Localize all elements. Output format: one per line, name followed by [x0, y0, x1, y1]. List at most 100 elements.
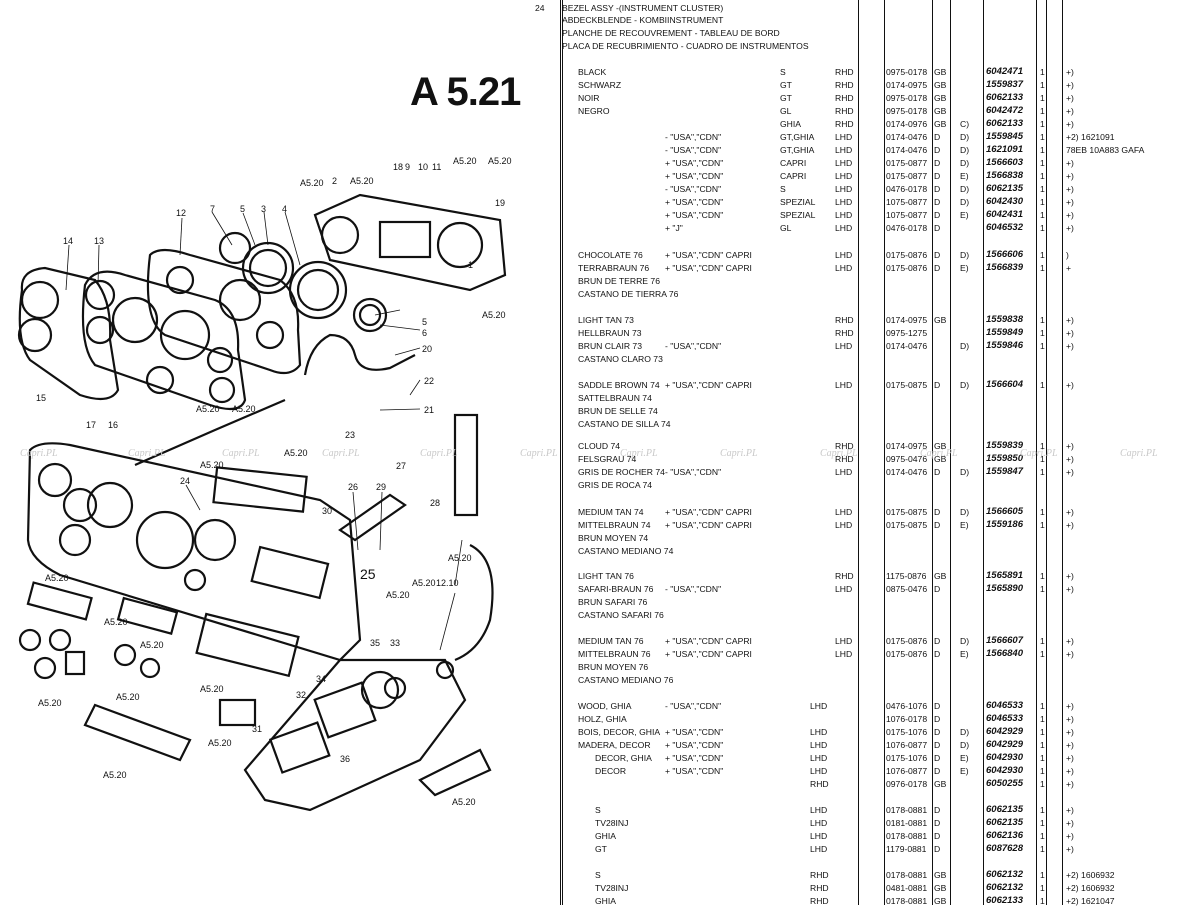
cell-c1: GRIS DE ROCHER 74	[578, 467, 665, 477]
cell-c1i: TV28INJ	[595, 883, 629, 893]
cell-c10: +)	[1066, 831, 1074, 841]
cell-c8: 6087628	[986, 843, 1023, 854]
cell-c9: 1	[1040, 380, 1045, 390]
ref-a520: A5.20	[412, 578, 436, 588]
cell-c5: 0975-0178	[886, 106, 928, 116]
gauge-4	[288, 260, 348, 320]
cell-c4: LHD	[835, 507, 853, 517]
cell-c10: +)	[1066, 341, 1074, 351]
cell-c10: +2) 1606932	[1066, 883, 1115, 893]
cell-c8: 1559849	[986, 327, 1023, 338]
cell-c2: - "USA","CDN"	[665, 184, 722, 194]
callout-4: 4	[282, 204, 288, 214]
callout-26: 26	[348, 482, 359, 492]
cell-c8: 6062132	[986, 869, 1023, 880]
callout-14: 14	[63, 236, 74, 246]
cell-c10: +)	[1066, 805, 1074, 815]
cell-c4: LHD	[835, 520, 853, 530]
callout-1: 1	[468, 260, 474, 270]
ref-a520: A5.20	[284, 448, 308, 458]
cell-c4: LHD	[835, 171, 853, 181]
cell-c8: 1559850	[986, 453, 1023, 464]
callout-28: 28	[430, 498, 441, 508]
cell-c9: 1	[1040, 106, 1045, 116]
cell-c3: GHIA	[780, 119, 802, 129]
cell-c8: 6062136	[986, 830, 1023, 841]
cell-c5: 1076-0877	[886, 766, 928, 776]
cell-c9: 1	[1040, 584, 1045, 594]
cell-c2: - "USA","CDN"	[665, 701, 722, 711]
cell-c5: 0975-0476	[886, 454, 928, 464]
cell-c7: D)	[960, 507, 970, 517]
cell-c1: CLOUD 74	[578, 441, 621, 451]
cell-c5: 0175-0876	[886, 636, 928, 646]
cell-c8: 6062133	[986, 92, 1023, 103]
lower-console	[243, 658, 467, 812]
cell-c7: E)	[960, 766, 969, 776]
cell-c4: LHD	[835, 132, 853, 142]
cell-c8: 1566605	[986, 506, 1023, 517]
cell-c10: +)	[1066, 67, 1074, 77]
cell-c10: +)	[1066, 701, 1074, 711]
cell-c7: E)	[960, 649, 969, 659]
cell-c5: 0175-1076	[886, 753, 928, 763]
cell-c2: - "USA","CDN"	[665, 584, 722, 594]
cell-c8: 1559847	[986, 466, 1023, 477]
cell-c9: 1	[1040, 844, 1045, 854]
cell-c5: 0175-0876	[886, 263, 928, 273]
cell-c5: 0178-0881	[886, 870, 928, 880]
cell-c4b: LHD	[810, 740, 828, 750]
watermark: Capri.PL	[720, 448, 758, 459]
cell-c10: +)	[1066, 380, 1074, 390]
cell-c3: S	[780, 184, 786, 194]
bezel-frame	[81, 270, 247, 411]
cell-c6: GB	[934, 883, 947, 893]
cell-c10: +)	[1066, 584, 1074, 594]
cell-c6: D	[934, 766, 941, 776]
cell-c9: 1	[1040, 649, 1045, 659]
cell-c1: CASTANO SAFARI 76	[578, 610, 664, 620]
cell-c10: +2) 1606932	[1066, 870, 1115, 880]
cell-c8: 6046533	[986, 700, 1023, 711]
ref-a520: A5.20	[104, 617, 128, 627]
cell-c9: 1	[1040, 93, 1045, 103]
cell-c10: +)	[1066, 119, 1074, 129]
cell-c4b: LHD	[810, 805, 828, 815]
cell-c1: SADDLE BROWN 74	[578, 380, 660, 390]
cell-c9: 1	[1040, 870, 1045, 880]
cell-c6: D	[934, 197, 941, 207]
cell-c6: D	[934, 184, 941, 194]
cell-c5: 0975-0178	[886, 67, 928, 77]
callout-13: 13	[94, 236, 105, 246]
cell-c5: 0975-1275	[886, 328, 928, 338]
cell-c1: SAFARI-BRAUN 76	[578, 584, 654, 594]
cell-c8: 6062132	[986, 882, 1023, 893]
cell-c10: +)	[1066, 520, 1074, 530]
cell-c9: 1	[1040, 223, 1045, 233]
cell-c3: GL	[780, 106, 792, 116]
header-line-3: PLANCHE DE RECOUVREMENT - TABLEAU DE BOR…	[562, 28, 780, 38]
callout-6: 6	[422, 328, 428, 338]
cell-c1: LIGHT TAN 73	[578, 315, 634, 325]
cell-c9: 1	[1040, 571, 1045, 581]
cell-c1: SATTELBRAUN 74	[578, 393, 652, 403]
cell-c8: 1566838	[986, 170, 1023, 181]
cell-c6: D	[934, 171, 941, 181]
cell-c4b: LHD	[810, 727, 828, 737]
ref-a520: A5.20	[448, 553, 472, 563]
cell-c9: 1	[1040, 701, 1045, 711]
cell-c2: + "USA","CDN"	[665, 197, 724, 207]
callout-15: 15	[36, 393, 47, 403]
callout-23: 23	[345, 430, 356, 440]
cell-c5: 0175-0876	[886, 250, 928, 260]
cell-c1: FELSGRAU 74	[578, 454, 637, 464]
cell-c4b: RHD	[810, 870, 829, 880]
cell-c10: +)	[1066, 210, 1074, 220]
cell-c1: CASTANO MEDIANO 74	[578, 546, 674, 556]
clock-bezel	[212, 466, 308, 513]
cell-c10: +)	[1066, 171, 1074, 181]
cell-c5: 0175-0876	[886, 649, 928, 659]
cell-c8: 1559839	[986, 440, 1023, 451]
cell-c6: GB	[934, 119, 947, 129]
cell-c1: MADERA, DECOR	[578, 740, 651, 750]
